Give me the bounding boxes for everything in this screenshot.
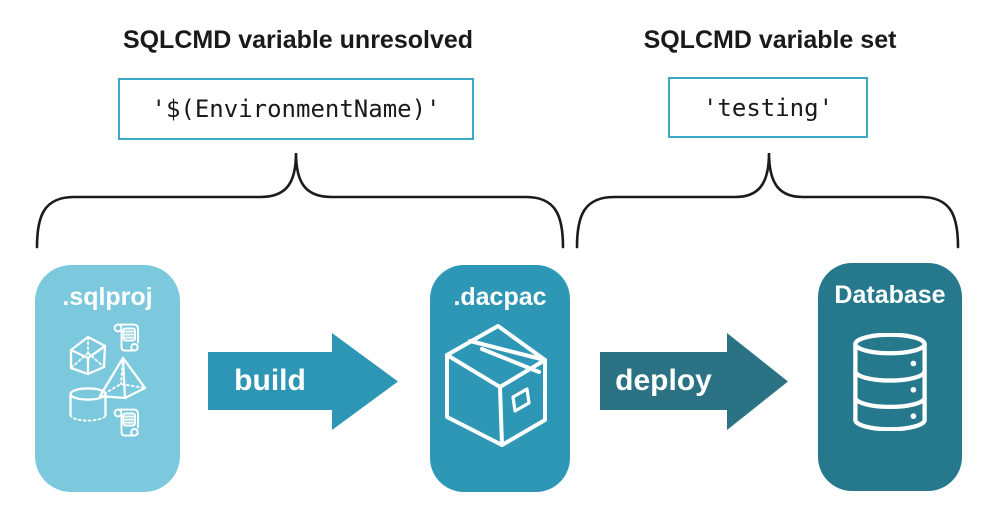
- left-brace: [35, 152, 565, 249]
- database-node-label: Database: [834, 281, 946, 309]
- sqlproj-node: .sqlproj: [35, 265, 180, 492]
- script-scroll-icon: [113, 323, 139, 352]
- cylinder-icon: [69, 387, 107, 422]
- pyramid-icon: [98, 356, 147, 400]
- resolved-variable-code-box: 'testing': [668, 77, 868, 138]
- deploy-arrow: [600, 333, 788, 430]
- dacpac-node: .dacpac: [430, 265, 570, 492]
- database-icon: [853, 333, 927, 431]
- package-box-icon: [445, 324, 547, 447]
- cube-icon: [69, 335, 107, 376]
- build-arrow-label: build: [234, 364, 306, 397]
- deploy-arrow-shape: [600, 333, 788, 430]
- resolved-variable-code: 'testing': [702, 93, 834, 122]
- build-arrow-shape: [208, 333, 398, 430]
- right-annotation-title: SQLCMD variable set: [643, 26, 897, 54]
- left-annotation-title: SQLCMD variable unresolved: [122, 26, 474, 54]
- script-scroll-icon: [113, 408, 139, 437]
- build-arrow: [208, 333, 398, 430]
- deploy-arrow-label: deploy: [615, 364, 712, 397]
- database-node: Database: [818, 263, 962, 491]
- dacpac-node-label: .dacpac: [453, 283, 547, 311]
- sqlproj-node-label: .sqlproj: [62, 283, 153, 311]
- right-brace: [575, 152, 960, 249]
- unresolved-variable-code: '$(EnvironmentName)': [151, 95, 441, 123]
- sql-objects-icon: [69, 323, 147, 437]
- unresolved-variable-code-box: '$(EnvironmentName)': [118, 78, 474, 140]
